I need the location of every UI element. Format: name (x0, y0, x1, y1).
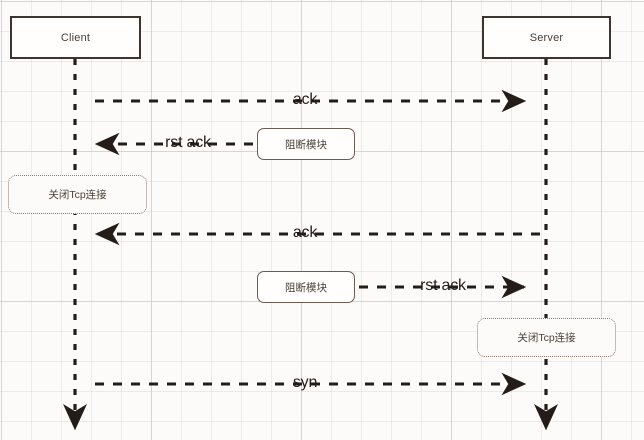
actor-server-label: Server (529, 31, 564, 44)
actor-client-label: Client (60, 31, 91, 44)
actor-client[interactable]: Client (10, 16, 141, 59)
note-close-tcp-client[interactable]: 关闭Tcp连接 (8, 175, 147, 214)
block-module-label-1: 阻断模块 (285, 138, 327, 151)
message-label-rst-ack-1: rst ack (165, 134, 211, 151)
block-module-box-1[interactable]: 阻断模块 (257, 128, 355, 160)
message-label-ack-1: ack (292, 91, 318, 108)
block-module-box-2[interactable]: 阻断模块 (257, 271, 355, 303)
actor-server[interactable]: Server (482, 16, 611, 59)
block-module-label-2: 阻断模块 (285, 281, 327, 294)
note-close-tcp-server-label: 关闭Tcp连接 (517, 332, 576, 344)
lifelines-group (63, 59, 558, 431)
note-close-tcp-server[interactable]: 关闭Tcp连接 (477, 318, 616, 357)
message-label-rst-ack-2: rst ack (420, 277, 466, 294)
message-label-syn: syn (292, 374, 318, 391)
message-label-ack-2: ack (292, 224, 318, 241)
messages-group (94, 89, 540, 396)
note-close-tcp-client-label: 关闭Tcp连接 (48, 189, 107, 201)
